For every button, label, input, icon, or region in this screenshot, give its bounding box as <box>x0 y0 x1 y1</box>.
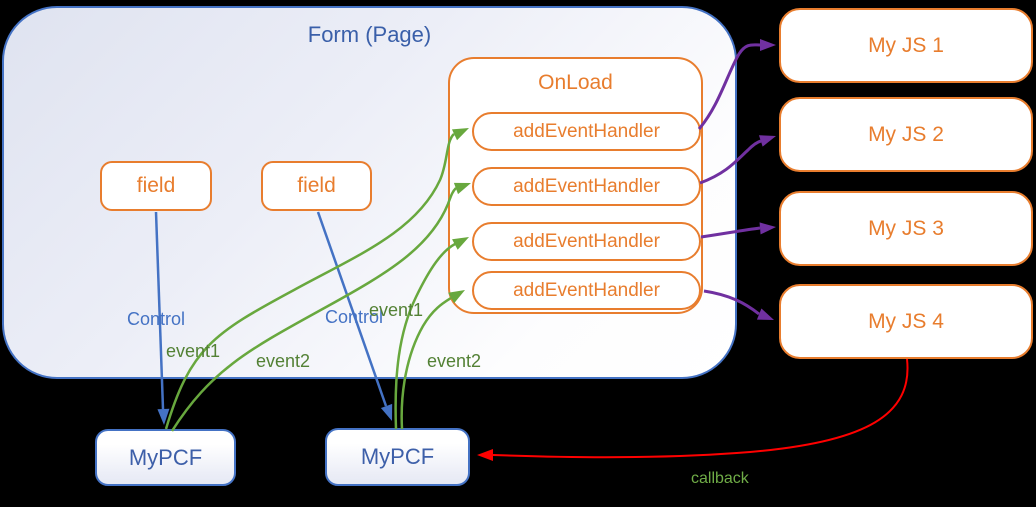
onload-title: OnLoad <box>538 71 613 94</box>
arrowhead-control-2 <box>380 403 393 421</box>
form-page-title: Form (Page) <box>307 22 432 47</box>
event1-label-right: event1 <box>369 300 424 320</box>
arrowhead-myjs3 <box>759 222 776 235</box>
my-js-3-box: My JS 3 <box>779 191 1033 266</box>
add-event-handler-1: addEventHandler <box>472 112 701 151</box>
arrowhead-myjs2 <box>758 135 776 147</box>
arrowhead-control-1 <box>157 408 170 425</box>
my-js-1-box: My JS 1 <box>779 8 1033 83</box>
my-js-4-box: My JS 4 <box>779 284 1033 359</box>
event1-label-left: event1 <box>166 341 221 361</box>
control-label-left: Control <box>127 309 186 329</box>
add-event-handler-4: addEventHandler <box>472 271 701 310</box>
add-event-handler-2: addEventHandler <box>472 167 701 206</box>
arrowhead-myjs1 <box>760 39 776 51</box>
field-box-1: field <box>100 161 212 211</box>
onload-container: OnLoad addEventHandler addEventHandler a… <box>448 57 703 314</box>
add-event-handler-3: addEventHandler <box>472 222 701 261</box>
arrowhead-callback <box>477 449 493 461</box>
mypcf-box-2: MyPCF <box>325 428 470 486</box>
field-box-2: field <box>261 161 372 211</box>
my-js-2-box: My JS 2 <box>779 97 1033 172</box>
mypcf-box-1: MyPCF <box>95 429 236 486</box>
callback-label: callback <box>691 470 749 487</box>
event2-label-right: event2 <box>427 351 482 371</box>
arrowhead-myjs4 <box>756 308 774 320</box>
event2-label-left: event2 <box>256 351 311 371</box>
